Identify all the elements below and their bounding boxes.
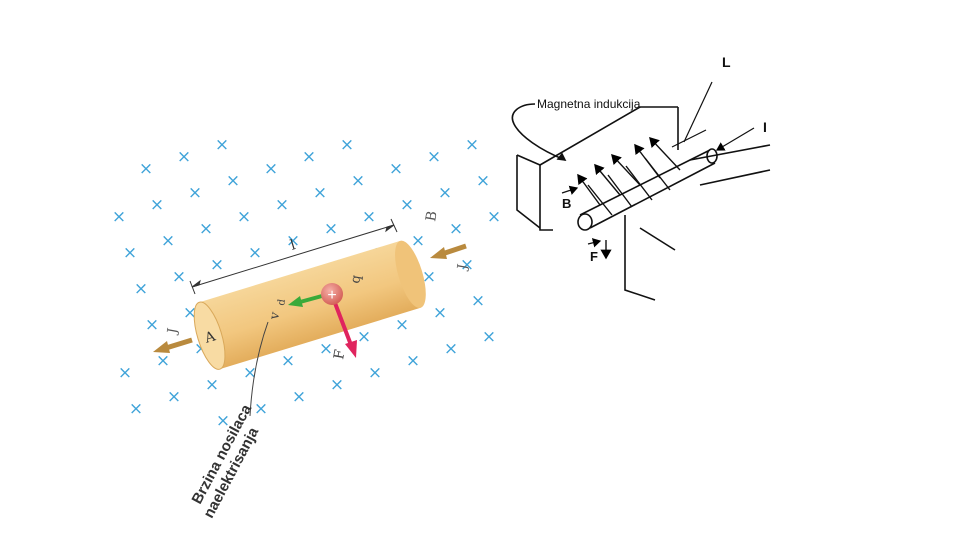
field-x-mark: × [400,195,414,215]
force-arrow [333,302,357,358]
field-x-mark: × [167,387,181,407]
field-x-mark: × [362,207,376,227]
field-x-mark: × [226,171,240,191]
current-arrow-left [153,337,193,353]
length-label: l [288,237,297,254]
label-pointer-curve [511,103,566,161]
field-x-mark: × [129,399,143,419]
field-x-mark: × [150,195,164,215]
field-x-mark: × [330,375,344,395]
field-x-mark: × [123,243,137,263]
charge-label: q [348,274,364,285]
left-diagram: × × × × × × × × × × × × × × × × × × × × × × × × × × × × × × × × × × × × × × × ×… [112,135,501,521]
annotation-leader-line [249,321,269,417]
field-x-mark: × [324,219,338,239]
field-x-mark: × [444,339,458,359]
field-x-mark: × [313,183,327,203]
field-x-mark: × [118,363,132,383]
field-x-mark: × [188,183,202,203]
field-x-mark: × [156,351,170,371]
field-x-mark: × [351,171,365,191]
field-x-mark: × [286,231,300,251]
field-x-mark: × [210,255,224,275]
label-I: I [763,119,767,135]
field-x-mark: × [161,231,175,251]
label-F: F [590,249,598,264]
field-x-mark: × [237,207,251,227]
magnet-front-face [539,165,553,231]
charge-sign: + [327,287,336,304]
magnet-title: Magnetna indukcija [537,97,641,111]
magnet-top-face [539,106,678,166]
field-x-mark: × [476,171,490,191]
label-L: L [722,54,731,70]
length-dimension [189,218,398,295]
velocity-label: v [267,310,283,321]
charge-particle: + [321,283,343,305]
force-label: F [331,348,348,361]
field-x-mark: × [139,159,153,179]
field-x-mark: × [449,219,463,239]
field-x-mark: × [215,135,229,155]
field-x-mark: × [199,219,213,239]
field-label: B [423,210,441,223]
field-x-mark: × [422,267,436,287]
field-x-mark: × [395,315,409,335]
field-x-mark: × [264,159,278,179]
field-arrows [577,136,681,216]
field-x-mark: × [411,231,425,251]
conductor-cylinder: A [193,240,426,370]
field-x-mark: × [177,147,191,167]
field-x-mark: × [482,327,496,347]
field-x-mark: × [319,339,333,359]
field-x-mark: × [112,207,126,227]
lower-pole [624,215,656,301]
field-x-mark: × [406,351,420,371]
field-x-mark: × [275,195,289,215]
field-x-mark: × [302,147,316,167]
field-x-mark: × [292,387,306,407]
field-x-mark: × [389,159,403,179]
field-x-mark: × [465,135,479,155]
field-x-mark: × [145,315,159,335]
field-x-mark: × [433,303,447,323]
field-x-mark: × [357,327,371,347]
field-x-mark: × [340,135,354,155]
field-x-mark: × [205,375,219,395]
field-x-mark: × [487,207,501,227]
right-diagram [511,81,771,301]
field-x-mark: × [248,243,262,263]
current-arrow-right [430,243,467,259]
field-x-mark: × [172,267,186,287]
label-B: B [562,196,571,211]
drift-velocity-arrow [288,294,323,307]
field-x-mark: × [460,255,474,275]
field-x-mark: × [134,279,148,299]
field-x-mark: × [471,291,485,311]
velocity-subscript: d [276,298,288,307]
field-x-mark: × [368,363,382,383]
field-x-mark: × [254,399,268,419]
field-x-mark: × [216,411,230,431]
rod-conductor [577,148,718,231]
current-label-left: J [165,327,181,337]
current-label-right: J [455,263,471,273]
field-x-mark: × [427,147,441,167]
field-x-mark: × [281,351,295,371]
field-x-mark: × [438,183,452,203]
field-x-mark: × [183,303,197,323]
